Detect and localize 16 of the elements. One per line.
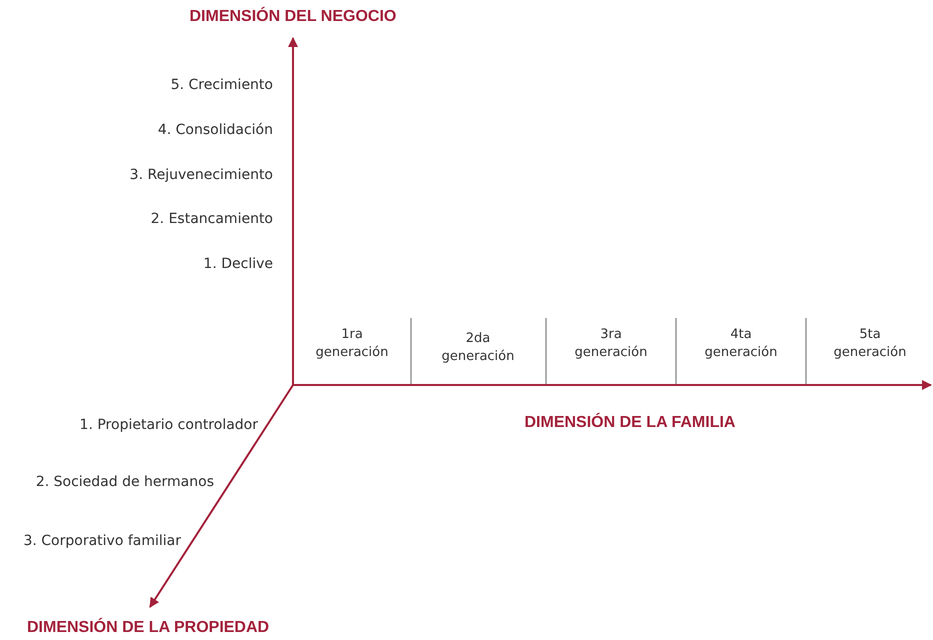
generation-label: 3ra generación: [574, 326, 648, 362]
axis-title: DIMENSIÓN DEL NEGOCIO: [190, 8, 396, 26]
generation-label: 4ta generación: [704, 326, 778, 362]
ownership-label: 1. Propietario controlador: [80, 416, 258, 434]
generation-label: 5ta generación: [832, 326, 908, 362]
stage-label: 4. Consolidación: [158, 121, 273, 139]
axis-title: DIMENSIÓN DE LA FAMILIA: [524, 414, 736, 432]
ownership-label: 2. Sociedad de hermanos: [36, 473, 214, 491]
ownership-label: 3. Corporativo familiar: [23, 532, 181, 550]
generation-label: 2da generación: [440, 330, 516, 366]
stage-label: 1. Declive: [203, 255, 273, 273]
stage-label: 3. Rejuvenecimiento: [130, 166, 273, 184]
generation-label: 1ra generación: [314, 326, 390, 362]
stage-label: 2. Estancamiento: [150, 210, 273, 228]
axis-title: DIMENSIÓN DE LA PROPIEDAD: [27, 619, 270, 637]
stage-label: 5. Crecimiento: [170, 76, 273, 94]
